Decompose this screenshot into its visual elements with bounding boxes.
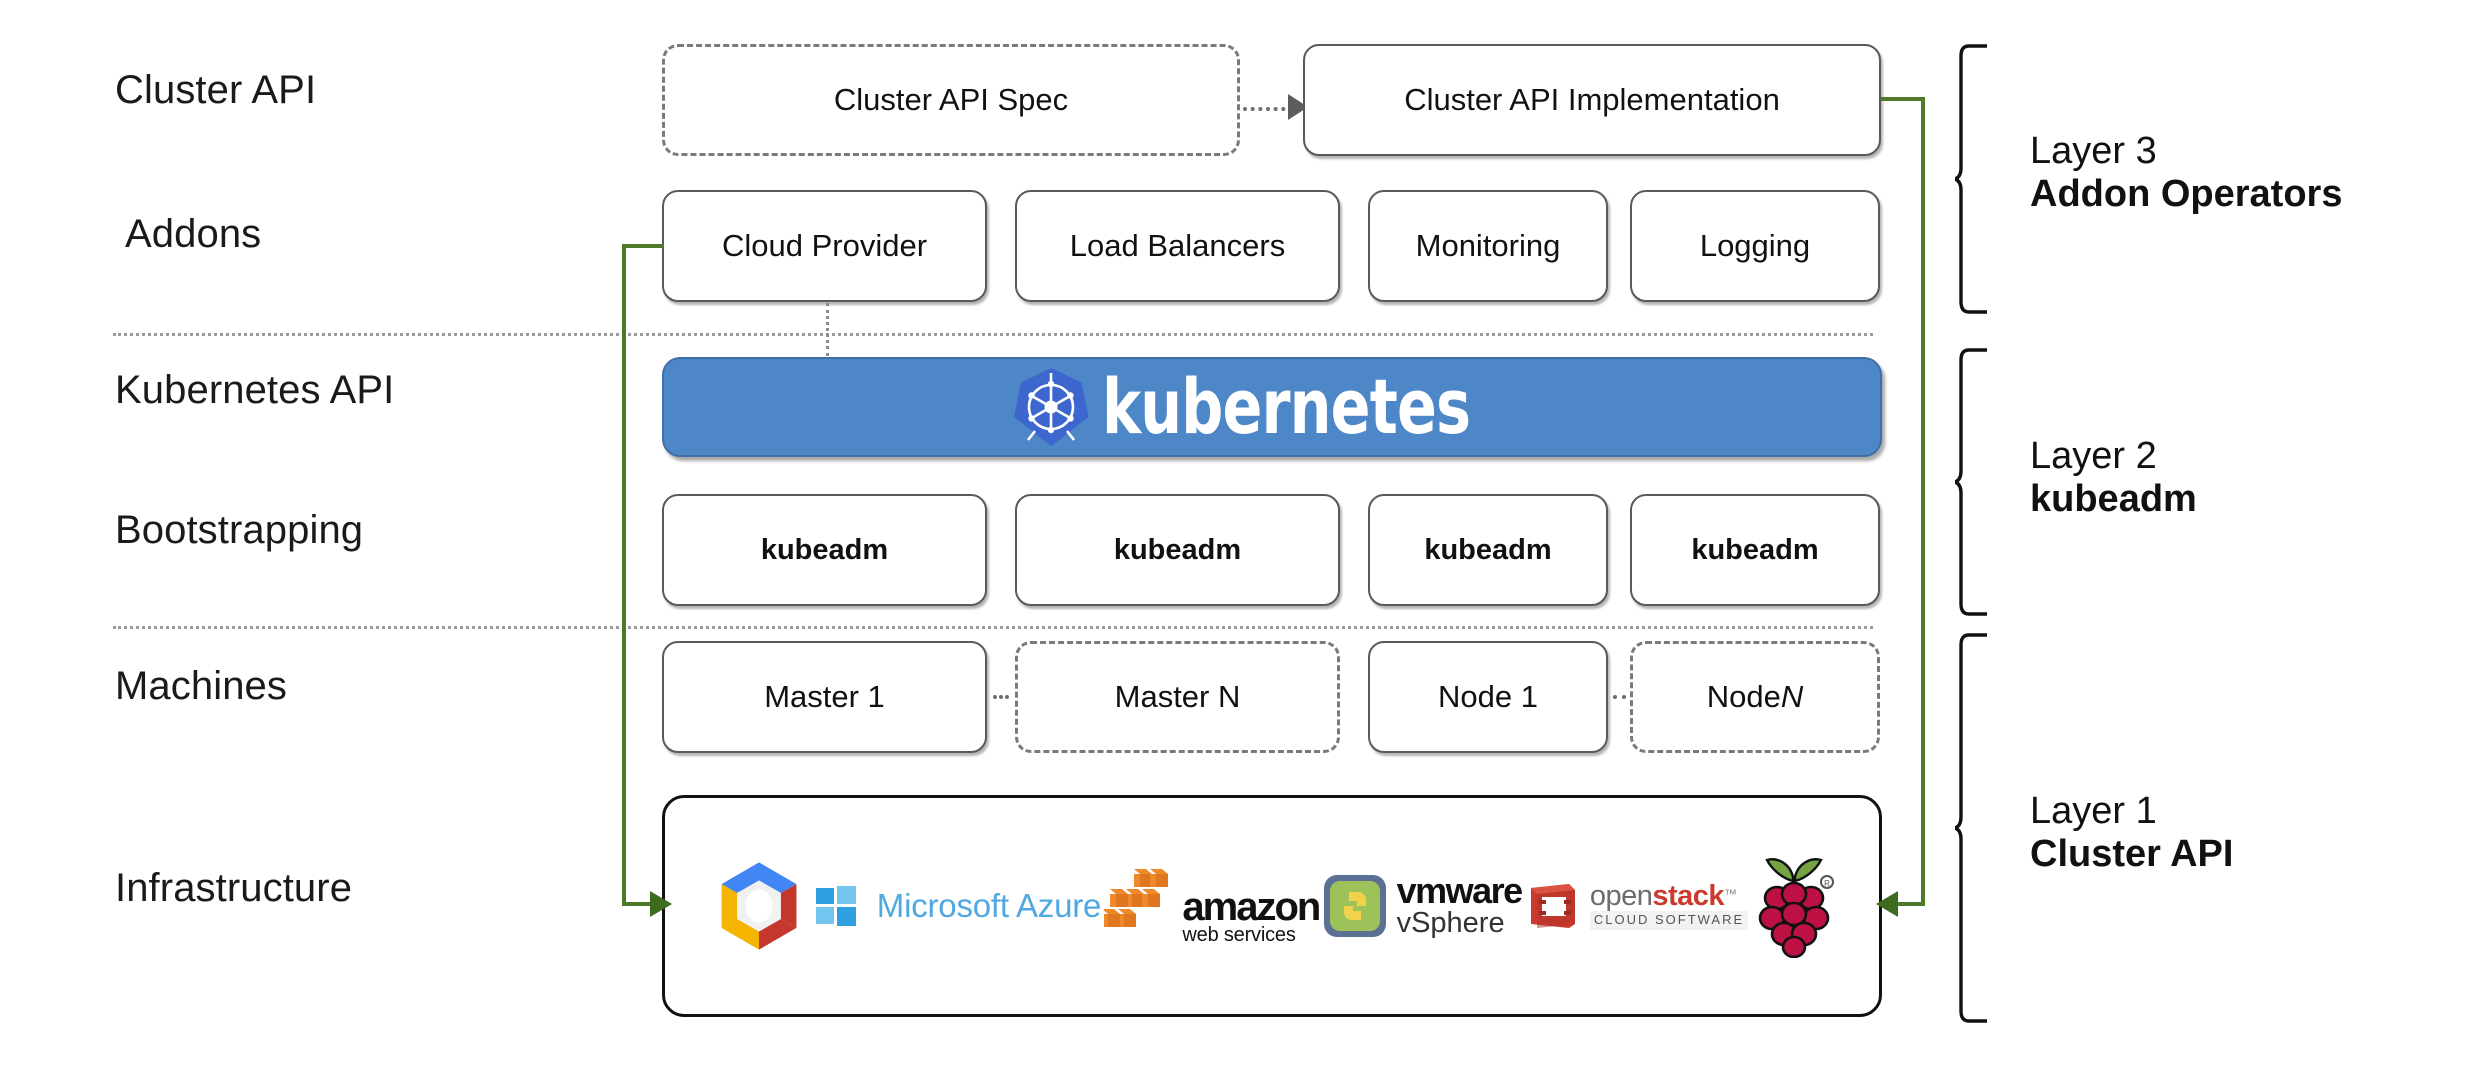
box-cloud-provider-label: Cloud Provider: [721, 228, 928, 263]
box-master-1[interactable]: Master 1: [662, 641, 987, 753]
layer-3-name: Addon Operators: [2030, 172, 2343, 215]
layer-3-label: Layer 3 Addon Operators: [2030, 130, 2342, 216]
amazon-web-services-label-bottom: web services: [1182, 924, 1296, 946]
box-kubeadm-4[interactable]: kubeadm: [1630, 494, 1880, 606]
green-connector-left-bottom: [622, 902, 654, 906]
row-label-addons: Addons: [125, 212, 262, 256]
box-node-n[interactable]: Node N: [1630, 641, 1880, 753]
kubernetes-wordmark: kubernetes: [1101, 362, 1471, 451]
box-cluster-api-spec-label: Cluster API Spec: [833, 82, 1069, 117]
vmware-vsphere-label-bottom: vSphere: [1396, 906, 1505, 939]
box-cluster-api-implementation[interactable]: Cluster API Implementation: [1303, 44, 1881, 156]
raspberry-pi-logo: R: [1751, 854, 1837, 958]
openstack-logo: openstack™ CLOUD SOFTWARE: [1525, 878, 1749, 934]
microsoft-azure-logo: Microsoft Azure: [814, 884, 1101, 928]
box-node-1[interactable]: Node 1: [1368, 641, 1608, 753]
green-connector-right-top: [1881, 97, 1925, 101]
box-master-n[interactable]: Master N: [1015, 641, 1340, 753]
box-load-balancers-label: Load Balancers: [1069, 228, 1286, 263]
bracket-layer-2: [1949, 348, 1999, 621]
box-kubeadm-2-label: kubeadm: [1113, 533, 1242, 566]
layer-1-name: Cluster API: [2030, 832, 2234, 875]
amazon-web-services-label-top: amazon: [1182, 885, 1321, 929]
box-kubeadm-3-label: kubeadm: [1424, 533, 1552, 566]
green-connector-right-vertical: [1921, 97, 1925, 906]
microsoft-azure-label: Microsoft Azure: [876, 887, 1102, 924]
row-label-kubernetes-api: Kubernetes API: [115, 368, 395, 412]
row-label-bootstrapping: Bootstrapping: [115, 508, 364, 552]
box-kubeadm-3[interactable]: kubeadm: [1368, 494, 1608, 606]
box-kubeadm-4-label: kubeadm: [1691, 533, 1819, 566]
box-kubeadm-1-label: kubeadm: [760, 533, 889, 566]
separator-layer2-layer1: [113, 626, 1873, 629]
layer-3-number: Layer 3: [2030, 130, 2157, 172]
green-arrowhead-left-icon: [650, 891, 672, 917]
box-node-1-label: Node 1: [1438, 679, 1538, 714]
kubernetes-helm-icon: [1013, 365, 1088, 449]
layer-1-number: Layer 1: [2030, 790, 2157, 832]
box-kubeadm-2[interactable]: kubeadm: [1015, 494, 1340, 606]
green-arrowhead-right-icon: [1876, 891, 1898, 917]
openstack-trademark-icon: ™: [1724, 886, 1738, 902]
google-cloud-platform-logo: [707, 854, 811, 958]
box-logging[interactable]: Logging: [1630, 190, 1880, 302]
green-connector-left-vertical: [622, 244, 626, 906]
row-label-machines: Machines: [115, 664, 287, 708]
layer-2-name: kubeadm: [2030, 477, 2197, 520]
vmware-vsphere-logo: vmware vSphere: [1323, 870, 1524, 939]
box-monitoring-label: Monitoring: [1415, 228, 1561, 263]
green-connector-left-top: [622, 244, 664, 248]
layer-1-label: Layer 1 Cluster API: [2030, 790, 2233, 876]
openstack-label-bottom: CLOUD SOFTWARE: [1589, 911, 1749, 930]
infrastructure-container[interactable]: Microsoft Azure: [662, 795, 1882, 1017]
box-cloud-provider[interactable]: Cloud Provider: [662, 190, 987, 302]
layer-2-label: Layer 2 kubeadm: [2030, 435, 2197, 521]
box-cluster-api-implementation-label: Cluster API Implementation: [1404, 82, 1780, 117]
separator-layer3-layer2: [113, 333, 1873, 336]
box-node-n-label-suffix: N: [1780, 679, 1804, 714]
box-monitoring[interactable]: Monitoring: [1368, 190, 1608, 302]
box-load-balancers[interactable]: Load Balancers: [1015, 190, 1340, 302]
bracket-layer-3: [1949, 44, 1999, 319]
openstack-label-stack: stack: [1652, 880, 1725, 913]
svg-text:R: R: [1824, 879, 1830, 888]
vmware-vsphere-label-top: vmware: [1396, 870, 1524, 912]
row-label-cluster-api: Cluster API: [115, 68, 317, 112]
connector-master1-to-mastern: [993, 695, 1009, 699]
openstack-label-open: open: [1589, 880, 1653, 913]
layer-2-number: Layer 2: [2030, 435, 2157, 477]
green-connector-right-bottom: [1898, 902, 1925, 906]
bracket-layer-1: [1949, 633, 1999, 1028]
amazon-web-services-logo: amazon web services: [1104, 867, 1321, 946]
connector-node1-to-noden: [1613, 695, 1626, 699]
box-master-1-label: Master 1: [764, 679, 885, 714]
box-kubeadm-1[interactable]: kubeadm: [662, 494, 987, 606]
connector-cloud-provider-to-kubernetes: [826, 303, 829, 356]
kubernetes-banner[interactable]: kubernetes: [662, 357, 1882, 457]
box-master-n-label: Master N: [1114, 679, 1241, 714]
box-node-n-label: Node: [1706, 679, 1781, 714]
box-logging-label: Logging: [1699, 228, 1811, 263]
connector-spec-to-impl: [1243, 107, 1293, 111]
box-cluster-api-spec[interactable]: Cluster API Spec: [662, 44, 1240, 156]
row-label-infrastructure: Infrastructure: [115, 866, 353, 910]
